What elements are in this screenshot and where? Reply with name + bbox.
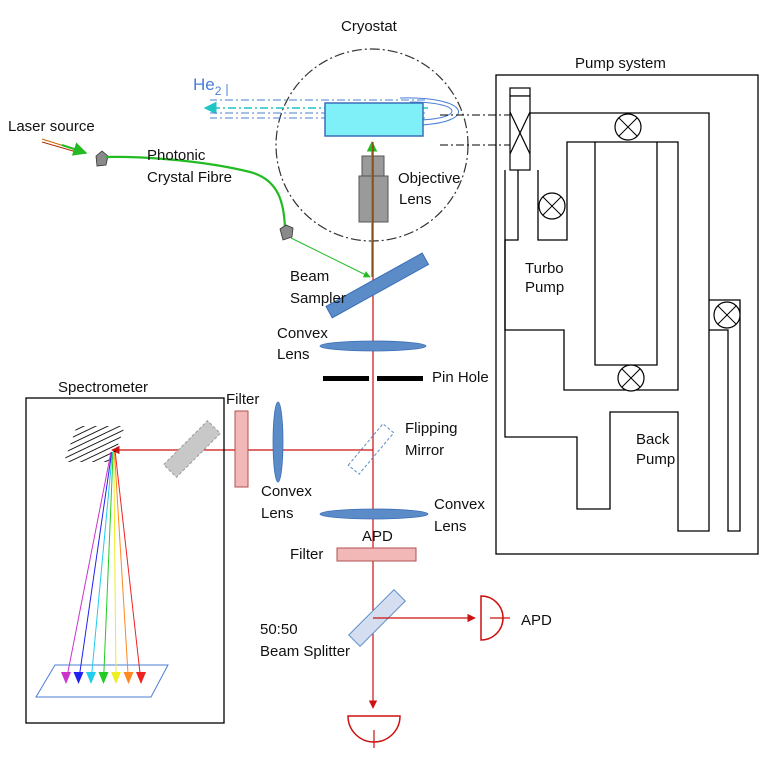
- spectrum-ray: [114, 451, 129, 683]
- turbo-pump-chamber: [594, 142, 658, 366]
- spectrometer-box: [25, 397, 225, 724]
- pump-system: Pump system Turbo Pump Back Pump: [495, 55, 759, 555]
- valve-top: [614, 113, 642, 141]
- convex-lens-left: [272, 401, 284, 483]
- spectrum-ray: [78, 451, 113, 683]
- laser-beam-to-sampler: [290, 237, 371, 278]
- convex-lens-left-label-line1: Convex: [261, 483, 312, 500]
- fiber-coupler-top: [95, 150, 109, 167]
- back-pump-label-line1: Back: [636, 431, 670, 448]
- photonic-crystal-fibre: [105, 155, 287, 229]
- filter-left-label: Filter: [226, 391, 259, 408]
- spectrum-ray: [65, 451, 112, 683]
- flipping-mirror: [347, 423, 395, 475]
- spectrum-ray: [103, 451, 114, 683]
- convex-lens-top: [319, 340, 427, 352]
- laser-source-label: Laser source: [8, 118, 95, 135]
- beam-splitter-label-line2: Beam Splitter: [260, 643, 350, 660]
- turbo-pump-label-line1: Turbo: [525, 260, 564, 277]
- valve-left: [538, 192, 566, 220]
- fiber-coupler-bottom: [279, 224, 294, 241]
- pin-hole-label: Pin Hole: [432, 369, 489, 386]
- convex-lens-left-label-line2: Lens: [261, 505, 294, 522]
- convex-lens-top-label-line2: Lens: [277, 346, 310, 363]
- spectrum-ray: [113, 451, 117, 683]
- convex-lens-bottom-label-line2: Lens: [434, 518, 467, 535]
- cryostat-label: Cryostat: [341, 18, 398, 35]
- pin-hole: [323, 376, 423, 381]
- apd-bottom-detector: [347, 715, 401, 748]
- photonic-fibre-label-line2: Crystal Fibre: [147, 169, 232, 186]
- flipping-mirror-label-line2: Mirror: [405, 442, 444, 459]
- helium-label: He2: [193, 75, 222, 98]
- spectrum-arrowhead: [73, 672, 84, 684]
- valve-right: [713, 301, 741, 329]
- photonic-fibre-label-line1: Photonic: [147, 147, 206, 164]
- gate-valve: [509, 87, 531, 171]
- convex-lens-bottom: [319, 508, 429, 520]
- spectrum-arrowhead: [98, 672, 109, 684]
- beam-sampler: [325, 252, 430, 319]
- pump-pipe-outer: [504, 112, 710, 532]
- spectrum-arrowhead: [61, 672, 71, 684]
- apd-right-label: APD: [521, 612, 552, 629]
- pump-system-box: [495, 74, 759, 555]
- beam-splitter-label-line1: 50:50: [260, 621, 298, 638]
- turbo-pump-label-line2: Pump: [525, 279, 564, 296]
- objective-lens-label-line1: Objective: [398, 170, 461, 187]
- spectrum-arrowhead: [136, 672, 146, 684]
- spectrometer: Spectrometer: [25, 379, 225, 724]
- spectrum-arrowhead: [123, 672, 134, 684]
- beam-sampler-label-line2: Sampler: [290, 290, 346, 307]
- spectrum-arrowhead: [111, 672, 121, 684]
- sample-holder: [324, 102, 424, 137]
- objective-lens-label-line2: Lens: [399, 191, 432, 208]
- valve-middle: [617, 364, 645, 392]
- pump-pipe-inner: [504, 141, 679, 391]
- convex-lens-top-label-line1: Convex: [277, 325, 328, 342]
- laser-source: Laser source: [8, 118, 95, 156]
- filter-bottom: [336, 547, 417, 562]
- pump-pipe-right: [709, 299, 741, 532]
- spectrometer-label: Spectrometer: [58, 379, 148, 396]
- filter-left: [234, 410, 249, 488]
- filter-bottom-label: Filter: [290, 546, 323, 563]
- beam-sampler-label-line1: Beam: [290, 268, 329, 285]
- spectrum-arrowhead: [86, 672, 96, 684]
- detector-plane: [35, 664, 169, 698]
- pump-system-label: Pump system: [575, 55, 666, 72]
- flipping-mirror-label-line1: Flipping: [405, 420, 458, 437]
- apd-top-label: APD: [362, 528, 393, 545]
- cryostat: Cryostat He2 Objective Lens: [193, 18, 515, 242]
- spectrum-ray: [90, 451, 113, 683]
- spectrum-rays: [61, 451, 146, 684]
- spectrometer-mirror: [163, 420, 221, 478]
- diffraction-grating: [63, 426, 125, 462]
- back-pump-label-line2: Pump: [636, 451, 675, 468]
- convex-lens-bottom-label-line1: Convex: [434, 496, 485, 513]
- apd-right-detector: [480, 595, 510, 641]
- spectrum-ray: [114, 451, 142, 683]
